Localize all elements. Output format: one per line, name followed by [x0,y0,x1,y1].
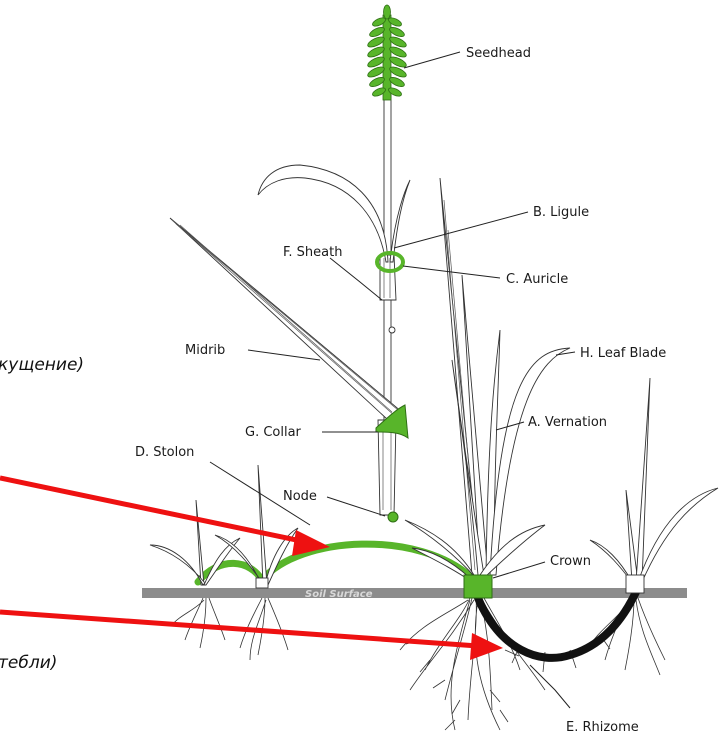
red-arrow-bottom [0,612,478,646]
diagonal-leaf [170,218,408,522]
russian-fragment-bottom: тебли) [0,653,57,673]
central-tuft [405,178,570,598]
label-crown: Crown [550,554,591,569]
label-vernation: A. Vernation [528,415,607,430]
soil-surface-label: Soil Surface [305,589,373,600]
label-collar: G. Collar [245,425,302,440]
label-ligule: B. Ligule [533,205,589,220]
soil-surface-band [142,588,687,598]
label-sheath: F. Sheath [283,245,342,260]
label-stolon: D. Stolon [135,445,194,460]
label-rhizome: E. Rhizome [566,720,639,735]
labels: Seedhead B. Ligule F. Sheath C. Auricle … [135,46,666,735]
label-node: Node [283,489,317,504]
label-midrib: Midrib [185,343,225,358]
seedhead [366,5,407,100]
label-auricle: C. Auricle [506,272,568,287]
label-seedhead: Seedhead [466,46,531,61]
node [388,512,398,522]
label-leaf-blade: H. Leaf Blade [580,346,666,361]
roots [172,598,665,730]
russian-fragment-top: кущение) [0,355,84,375]
right-plantlet [590,378,718,593]
red-arrowhead-bottom [470,633,503,660]
crown [464,575,492,598]
